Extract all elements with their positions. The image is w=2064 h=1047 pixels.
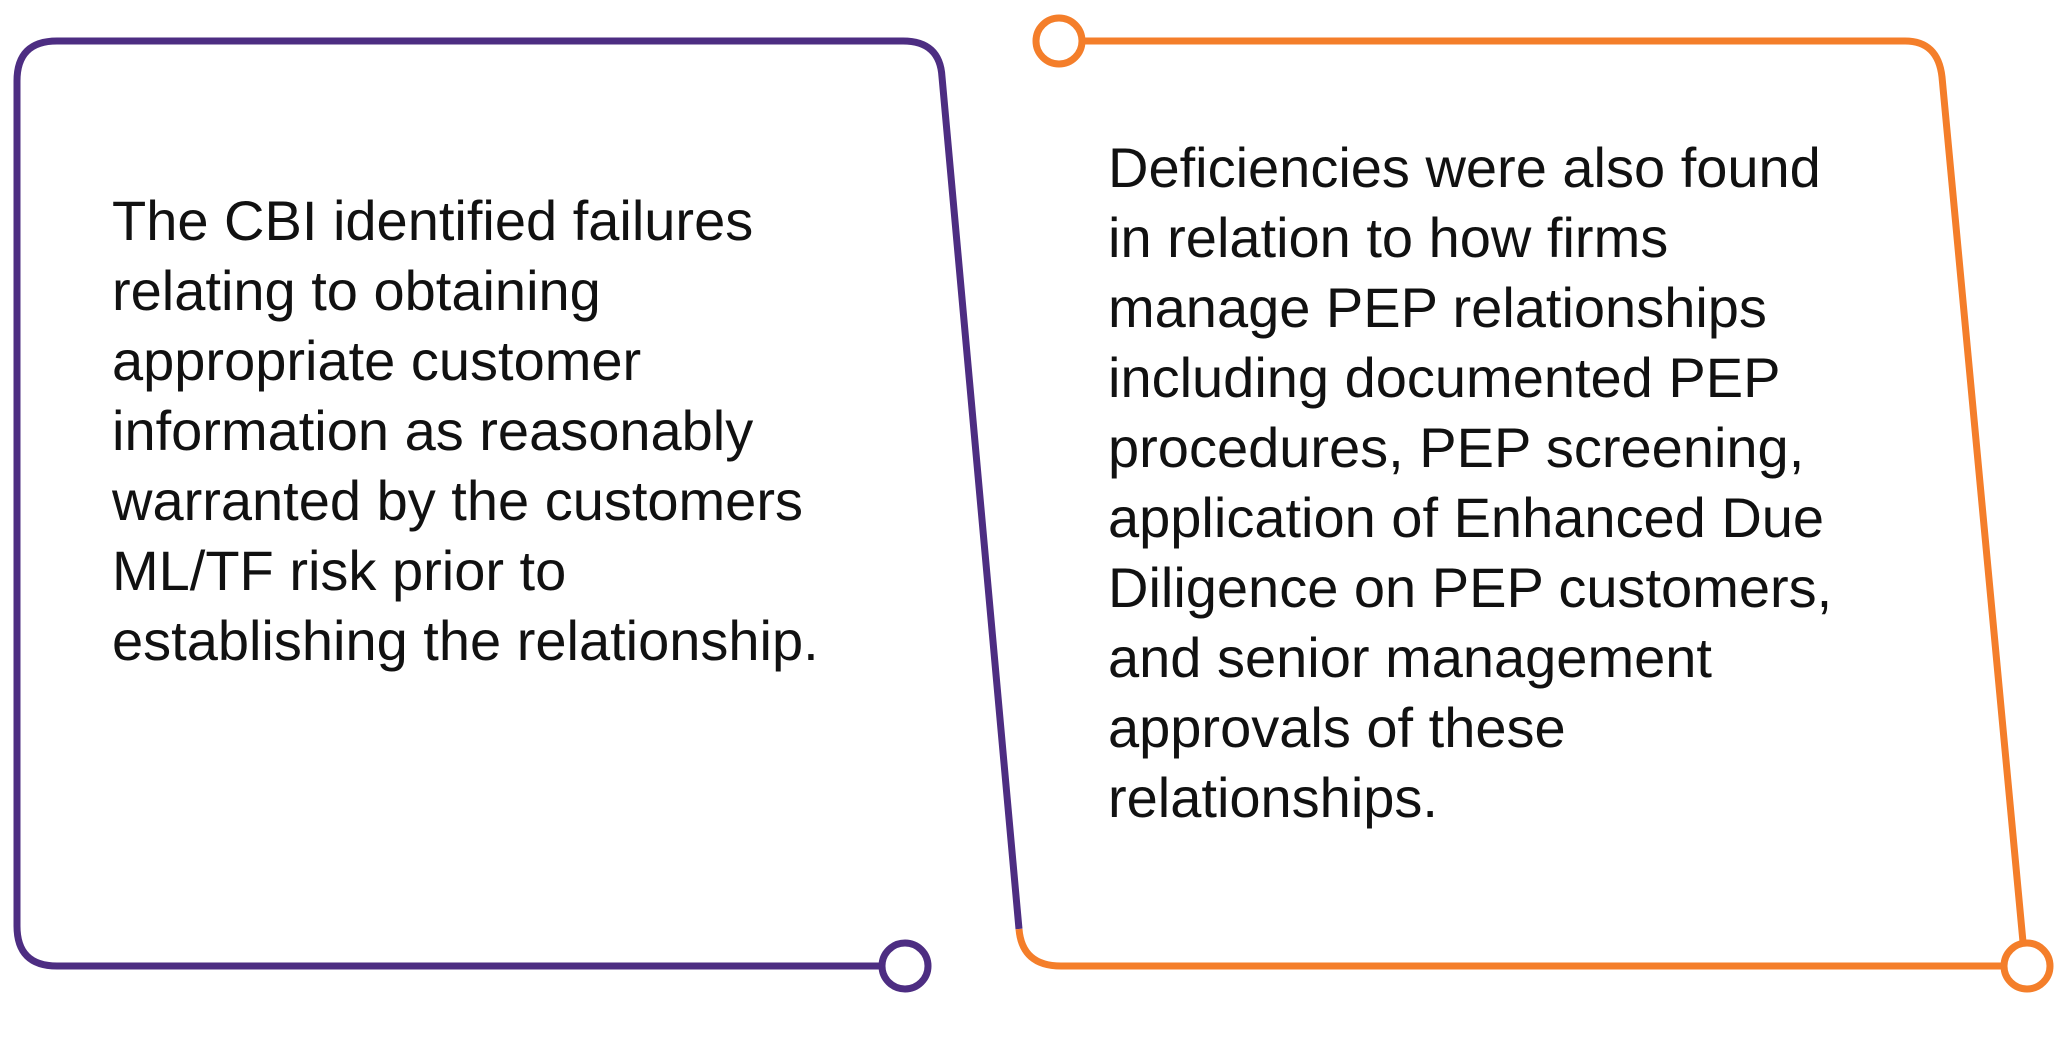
text-line: manage PEP relationships <box>1108 276 1767 339</box>
text-line: including documented PEP <box>1108 346 1781 409</box>
text-line: establishing the relationship. <box>112 609 819 672</box>
text-line: The CBI identified failures <box>112 189 754 252</box>
text-line: relating to obtaining <box>112 259 601 322</box>
text-line: application of Enhanced Due <box>1108 486 1825 549</box>
text-line: approvals of these <box>1108 696 1566 759</box>
text-line: procedures, PEP screening, <box>1108 416 1805 479</box>
text-line: and senior management <box>1108 626 1712 689</box>
left-panel-text: The CBI identified failures relating to … <box>112 186 819 676</box>
text-line: warranted by the customers <box>112 469 803 532</box>
text-line: Deficiencies were also found <box>1108 136 1821 199</box>
text-line: Diligence on PEP customers, <box>1108 556 1833 619</box>
text-line: appropriate customer <box>112 329 642 392</box>
left-panel-border <box>13 37 1023 970</box>
text-line: ML/TF risk prior to <box>112 539 567 602</box>
text-line: in relation to how firms <box>1108 206 1669 269</box>
text-line: information as reasonably <box>112 399 754 462</box>
text-line: relationships. <box>1108 766 1438 829</box>
right-panel-border <box>1015 37 2027 970</box>
left-panel-connector-icon <box>878 939 932 993</box>
right-panel-top-connector-icon <box>1032 14 1086 68</box>
right-panel-bottom-connector-icon <box>2000 939 2054 993</box>
right-panel-text: Deficiencies were also found in relation… <box>1108 133 1832 833</box>
